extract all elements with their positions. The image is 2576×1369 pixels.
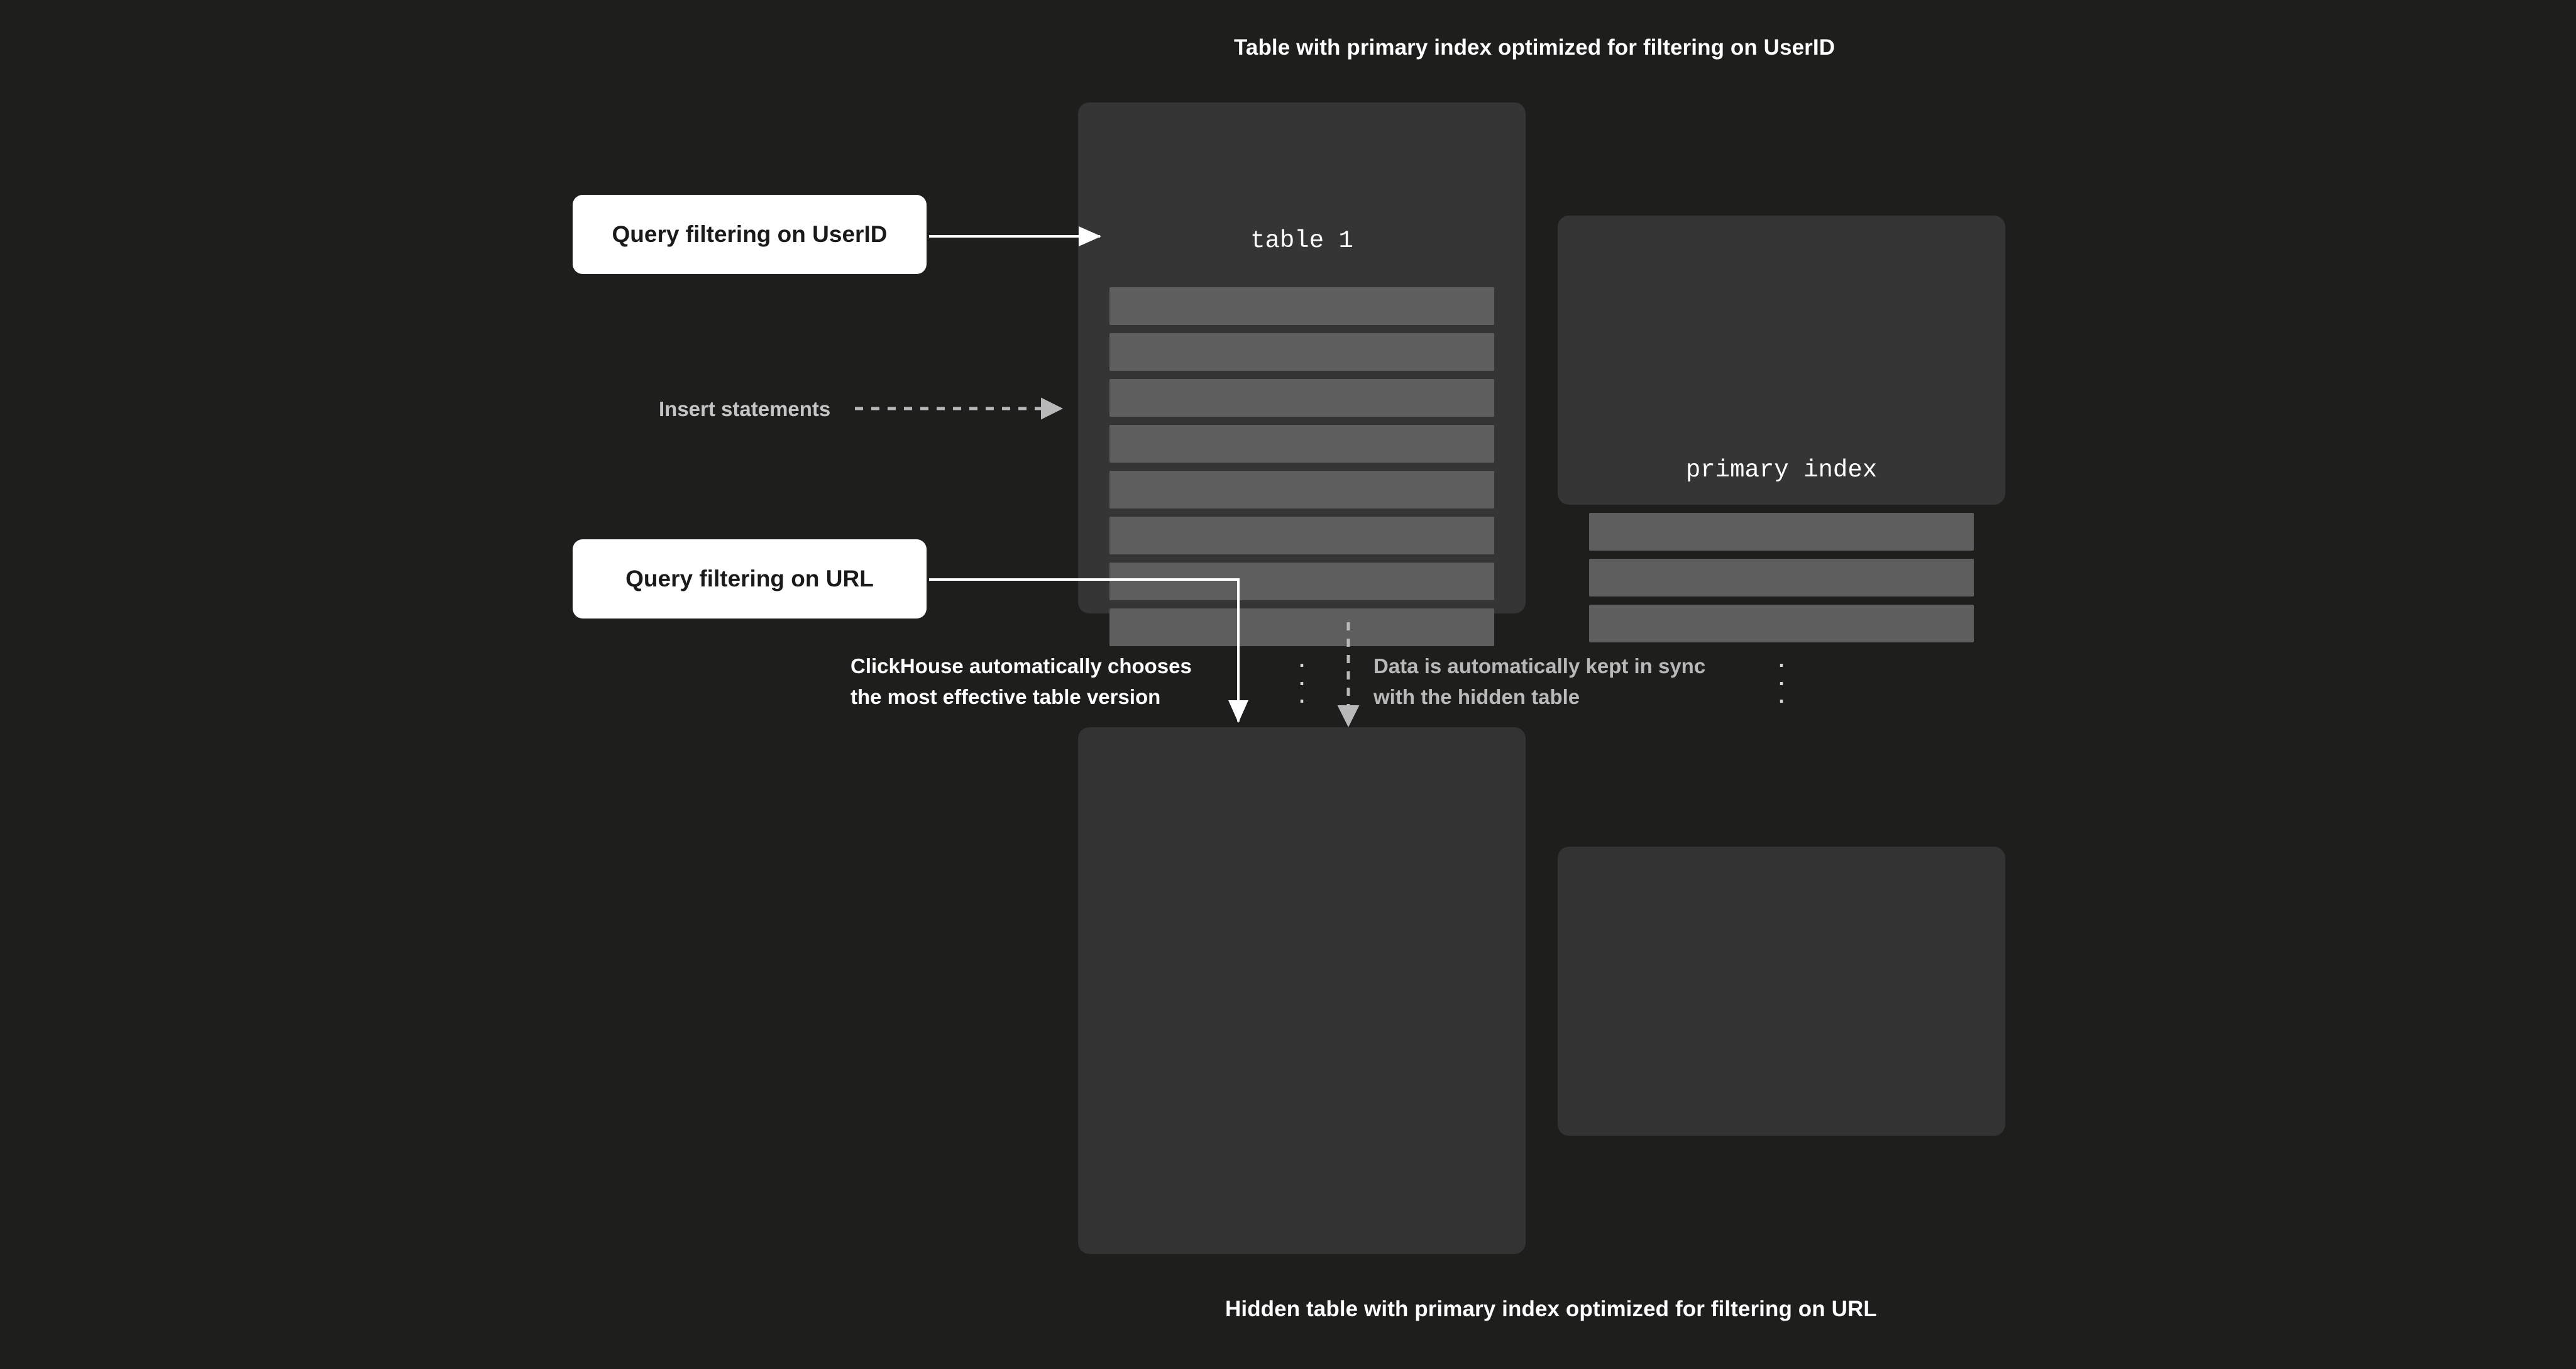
data-sync-label: Data is automatically kept in sync with … [1373, 651, 1705, 713]
table-row [1109, 608, 1494, 646]
clickhouse-chooses-line-1: ClickHouse automatically chooses [850, 654, 1192, 678]
table-row [1109, 563, 1494, 600]
top-caption: Table with primary index optimized for f… [1234, 35, 1836, 60]
index-row [1589, 513, 1974, 551]
clickhouse-chooses-line-2: the most effective table version [850, 684, 1161, 708]
query-filtering-url-callout[interactable]: Query filtering on URL [573, 539, 927, 619]
table-row [1109, 425, 1494, 463]
primary-index-top-card: primary index ··· [1558, 216, 2005, 713]
query-filtering-userid-callout[interactable]: Query filtering on UserID [573, 195, 927, 274]
table-row [1109, 517, 1494, 554]
primary-index-top-rows [1558, 513, 2005, 651]
table-row [1109, 471, 1494, 509]
table-row [1109, 379, 1494, 417]
hidden-table-card: hidden table ··· [1078, 727, 1526, 1254]
table-1-ellipsis-icon: ··· [1297, 647, 1307, 716]
insert-statements-label: Insert statements [659, 397, 831, 421]
table-row [1109, 333, 1494, 371]
primary-index-bottom-card: primary index ··· [1558, 847, 2005, 1136]
table-1-title: table 1 [1250, 227, 1353, 255]
bottom-caption: Hidden table with primary index optimize… [1225, 1297, 1877, 1321]
table-row [1109, 287, 1494, 325]
clickhouse-chooses-label: ClickHouse automatically chooses the mos… [850, 651, 1192, 713]
primary-index-top-title: primary index [1685, 456, 1878, 484]
table-1-rows [1078, 287, 1526, 654]
index-row [1589, 605, 1974, 642]
data-sync-line-1: Data is automatically kept in sync [1373, 654, 1706, 678]
primary-index-top-ellipsis-icon: ··· [1776, 647, 1786, 716]
index-row [1589, 559, 1974, 597]
data-sync-line-2: with the hidden table [1373, 684, 1580, 708]
table-1-card: table 1 ··· [1078, 102, 1526, 713]
